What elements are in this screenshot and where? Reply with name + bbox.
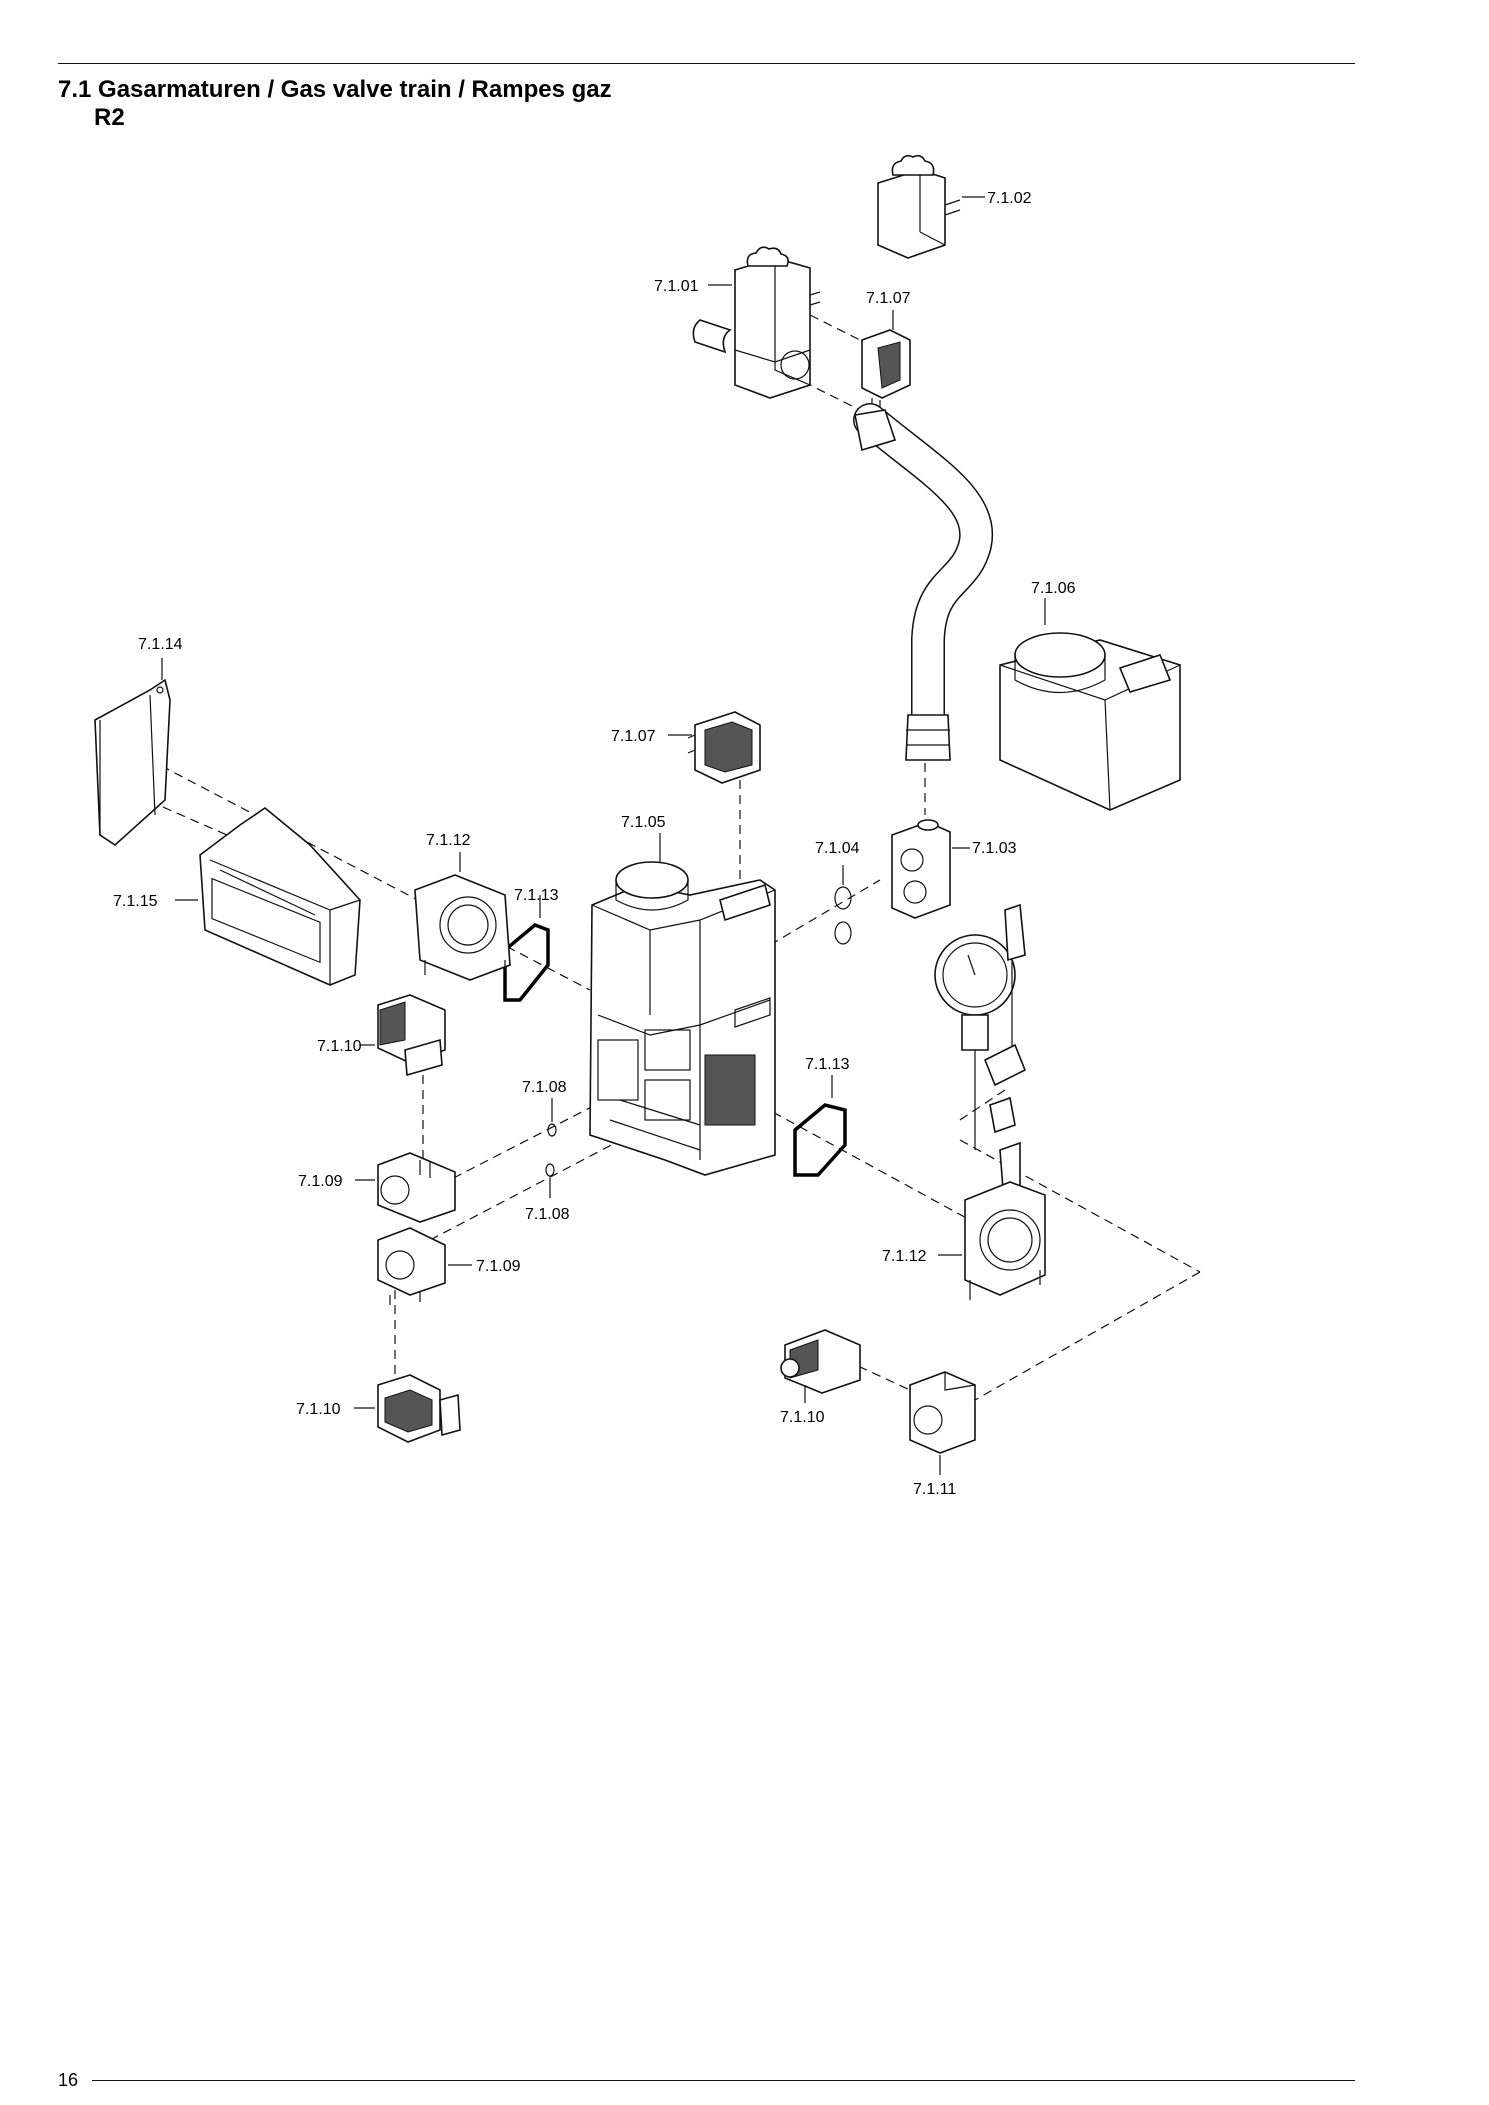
bottom-rule <box>92 2080 1355 2081</box>
part-7-1-09-coupling-upper <box>377 1152 456 1223</box>
part-labels: 7.1.02 7.1.01 7.1.07 7.1.06 7.1.14 7.1.0… <box>113 190 1076 1498</box>
label-7-1-12-right: 7.1.12 <box>882 1248 927 1265</box>
part-7-1-08-o-ring-upper <box>547 1123 557 1137</box>
label-7-1-11: 7.1.11 <box>913 1481 956 1498</box>
label-7-1-10-lower-right: 7.1.10 <box>780 1409 825 1426</box>
part-7-1-09-coupling-lower <box>377 1227 446 1305</box>
part-7-1-03-pressure-switch <box>891 819 951 919</box>
part-7-1-02-coil <box>877 154 961 259</box>
part-7-1-01-valve <box>692 246 821 399</box>
label-7-1-12-left: 7.1.12 <box>426 832 471 849</box>
label-7-1-08-lower: 7.1.08 <box>525 1206 570 1223</box>
title-line-1: 7.1 Gasarmaturen / Gas valve train / Ram… <box>58 76 612 103</box>
label-7-1-13-right: 7.1.13 <box>805 1056 850 1073</box>
label-7-1-05: 7.1.05 <box>621 814 666 831</box>
part-7-1-07-connector-middle <box>687 711 761 784</box>
label-7-1-07-middle: 7.1.07 <box>611 728 656 745</box>
label-7-1-02: 7.1.02 <box>987 190 1032 207</box>
part-7-1-10-connector-lower-left <box>377 1374 461 1443</box>
pressure-gauge-assembly <box>934 903 1027 1217</box>
label-7-1-07-top: 7.1.07 <box>866 290 911 307</box>
part-7-1-04-o-rings <box>834 886 852 945</box>
part-7-1-07-connector-top <box>861 329 911 408</box>
part-7-1-13-gasket-right <box>793 1103 847 1177</box>
page-number: 16 <box>58 2070 79 2090</box>
part-7-1-12-flange-left <box>414 874 511 981</box>
page-title: 7.1 Gasarmaturen / Gas valve train / Ram… <box>58 76 612 132</box>
part-7-1-11-coupling <box>909 1371 976 1454</box>
flexible-hose <box>853 403 994 761</box>
label-7-1-04: 7.1.04 <box>815 840 860 857</box>
part-7-1-15-cover <box>199 807 361 986</box>
part-7-1-12-flange-right <box>964 1181 1046 1300</box>
label-7-1-10-upper: 7.1.10 <box>317 1038 362 1055</box>
label-7-1-10-lower-left: 7.1.10 <box>296 1401 341 1418</box>
part-7-1-08-o-ring-lower <box>545 1163 555 1177</box>
label-7-1-08-upper: 7.1.08 <box>522 1079 567 1096</box>
part-7-1-14-bracket <box>94 678 171 847</box>
part-7-1-06-cover <box>999 632 1181 811</box>
label-7-1-13-left: 7.1.13 <box>514 887 559 904</box>
part-7-1-05-multibloc-valve <box>589 861 776 1176</box>
part-7-1-10-connector-upper <box>377 994 446 1077</box>
top-rule <box>58 63 1355 64</box>
title-line-2: R2 <box>94 104 125 131</box>
label-7-1-06: 7.1.06 <box>1031 580 1076 597</box>
label-7-1-14: 7.1.14 <box>138 636 183 653</box>
label-7-1-09-lower: 7.1.09 <box>476 1258 521 1275</box>
label-7-1-01: 7.1.01 <box>654 278 699 295</box>
label-7-1-03: 7.1.03 <box>972 840 1017 857</box>
label-7-1-09-upper: 7.1.09 <box>298 1173 343 1190</box>
label-7-1-15: 7.1.15 <box>113 893 158 910</box>
part-7-1-10-connector-lower-right <box>780 1329 861 1394</box>
part-7-1-13-gasket-left <box>503 922 550 1002</box>
